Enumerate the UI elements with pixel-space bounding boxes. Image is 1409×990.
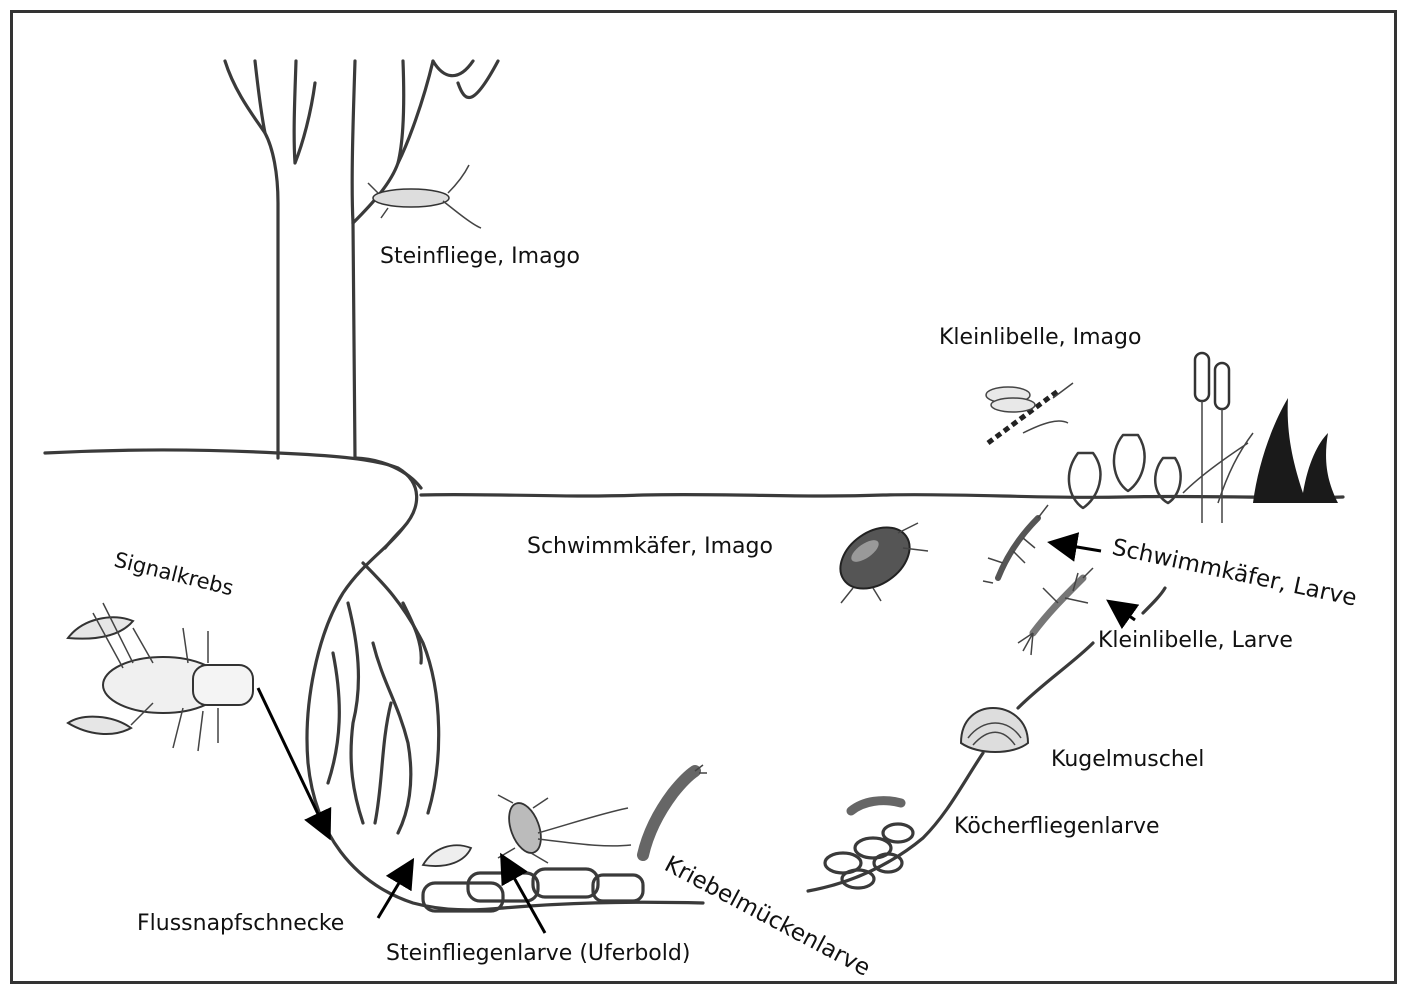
labels: Steinfliege, Imago Kleinlibelle, Imago S…: [112, 244, 1359, 981]
kugelmuschel-drawing: [961, 708, 1028, 752]
root-system: [307, 528, 503, 910]
water-surface: [421, 495, 1343, 498]
label-kriebelmueckenlarve: Kriebelmückenlarve: [660, 851, 874, 981]
koecherfliegenlarve-drawing: [851, 801, 901, 811]
kleinlibelle-imago-drawing: [986, 383, 1073, 443]
schwimmkaefer-imago-drawing: [829, 515, 928, 603]
label-signalkrebs: Signalkrebs: [112, 548, 236, 601]
label-kugelmuschel: Kugelmuschel: [1051, 747, 1204, 772]
schwimmkaefer-larve-drawing: [983, 505, 1048, 583]
kriebelmueckenlarve-drawing: [643, 765, 707, 855]
diagram-frame: Steinfliege, Imago Kleinlibelle, Imago S…: [10, 10, 1397, 984]
label-kleinlibelle-larve: Kleinlibelle, Larve: [1098, 628, 1293, 653]
arrow-kleinlibelle-larve: [1111, 603, 1135, 620]
signalkrebs-drawing: [68, 603, 253, 751]
steinfliege-imago-drawing: [368, 165, 481, 228]
label-schwimmkaefer-imago: Schwimmkäfer, Imago: [527, 534, 773, 559]
label-kleinlibelle-imago: Kleinlibelle, Imago: [939, 325, 1141, 350]
arrow-signalkrebs: [258, 688, 328, 835]
kleinlibelle-larve-drawing: [1018, 568, 1093, 655]
label-koecherfliegenlarve: Köcherfliegenlarve: [954, 814, 1160, 839]
flussnapfschnecke-drawing: [423, 845, 471, 866]
arrow-schwimmkaefer-larve: [1053, 543, 1101, 551]
label-flussnapfschnecke: Flussnapfschnecke: [137, 911, 344, 936]
label-steinfliegenlarve: Steinfliegenlarve (Uferbold): [386, 941, 690, 966]
ground-bank: [45, 450, 421, 548]
habitat-diagram: Steinfliege, Imago Kleinlibelle, Imago S…: [13, 13, 1394, 981]
steinfliegenlarve-drawing: [498, 795, 631, 863]
label-schwimmkaefer-larve: Schwimmkäfer, Larve: [1110, 534, 1359, 611]
label-steinfliege-imago: Steinfliege, Imago: [380, 244, 580, 269]
